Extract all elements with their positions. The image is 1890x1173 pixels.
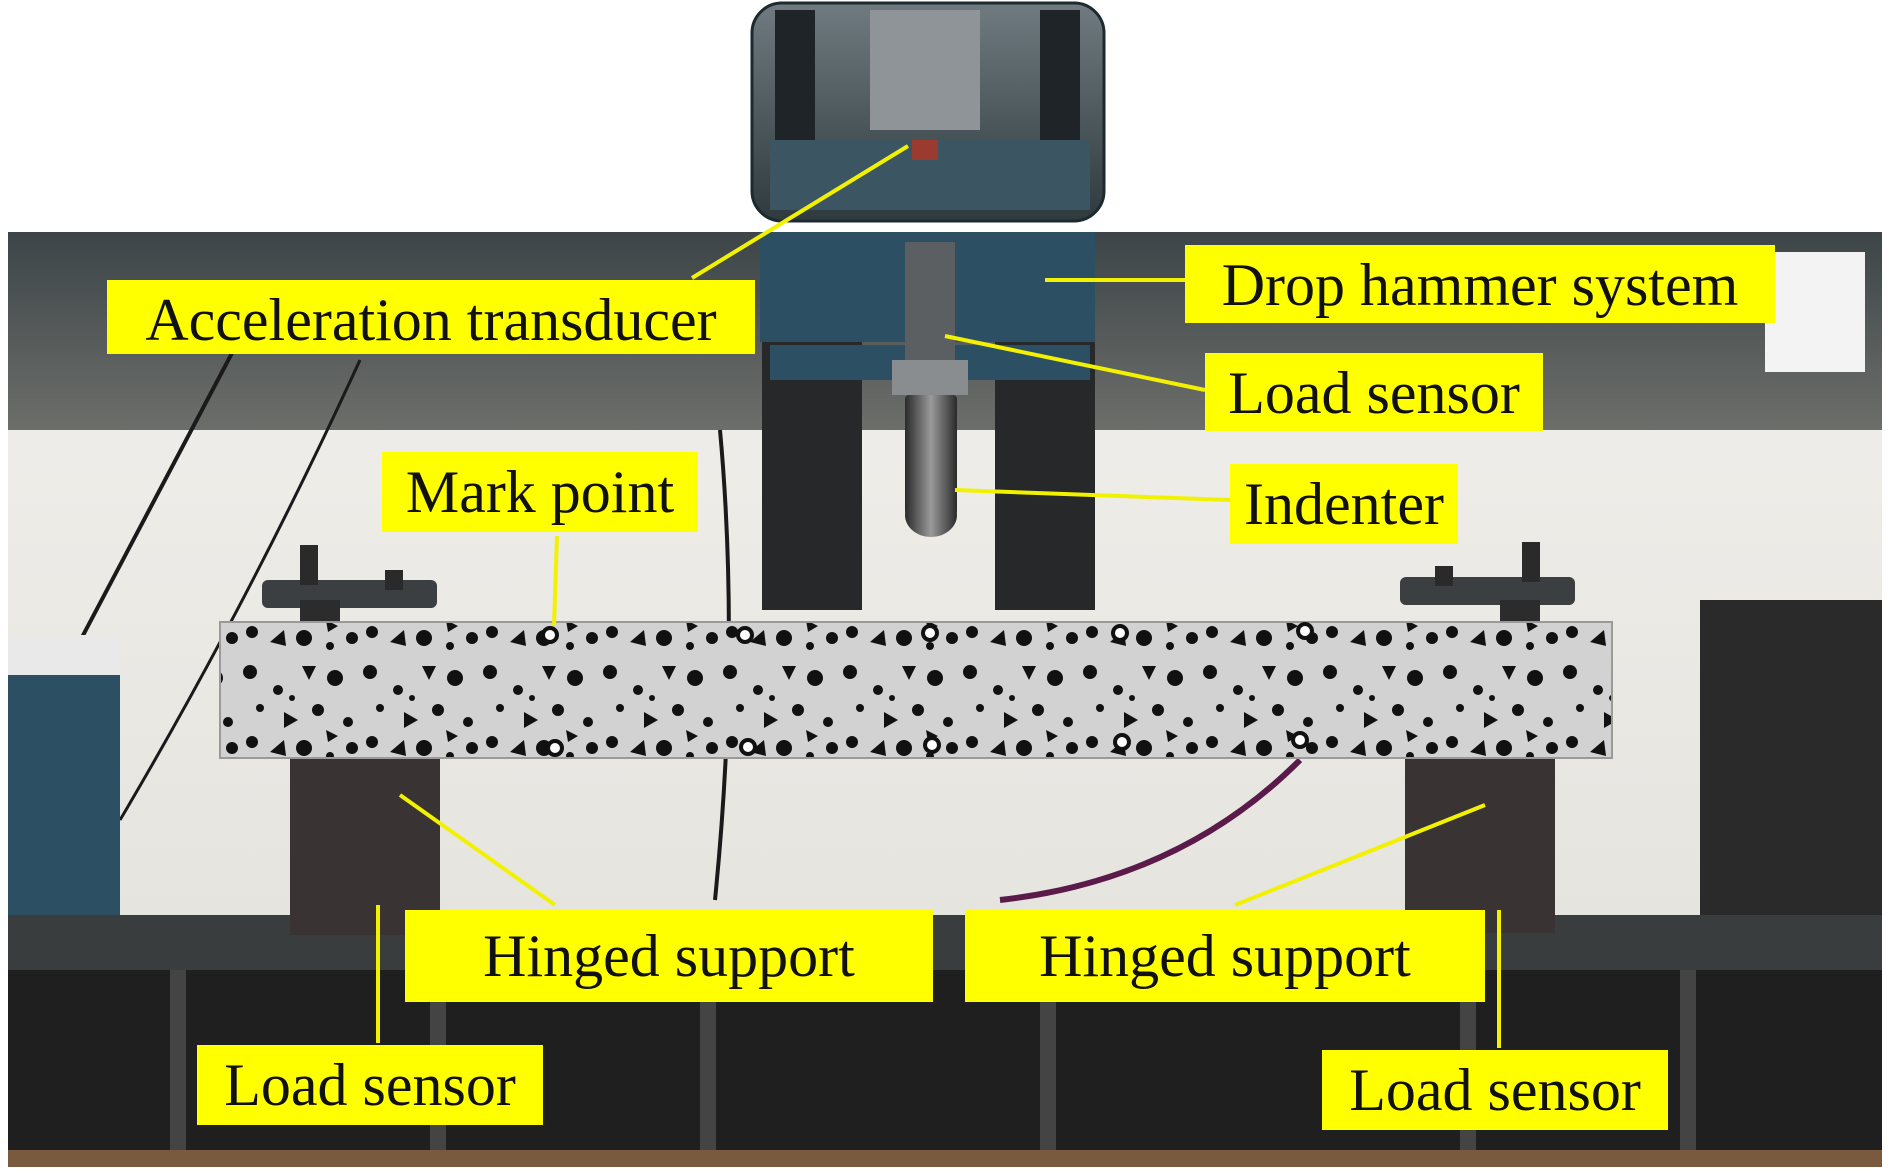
label-load-sensor-left: Load sensor	[197, 1045, 543, 1125]
left-box-top	[8, 635, 120, 675]
inset-rod	[870, 10, 980, 130]
indenter-body	[905, 395, 957, 515]
label-drop-hammer-system: Drop hammer system	[1185, 245, 1775, 323]
left-support-bolt-1	[300, 545, 318, 585]
left-support-bolt-2	[385, 570, 403, 590]
right-support-bolt-1	[1522, 542, 1540, 582]
leader-mark-point	[552, 535, 559, 627]
indenter-tip	[905, 493, 957, 537]
label-mark-point: Mark point	[382, 452, 698, 532]
right-equipment-case	[1700, 600, 1882, 970]
left-equipment-box	[8, 635, 120, 935]
leader-hinged-right	[1234, 803, 1486, 907]
base-rib-3	[700, 970, 716, 1167]
mark-point-4	[1111, 624, 1129, 642]
cable-left-2	[118, 359, 362, 821]
mark-point-8	[923, 736, 941, 754]
mark-point-6	[546, 739, 564, 757]
mark-point-5	[1296, 622, 1314, 640]
leader-acceleration	[690, 144, 910, 280]
beam-specimen	[219, 621, 1613, 759]
mark-point-9	[1113, 733, 1131, 751]
base-top-plate	[8, 915, 1882, 970]
hammer-column-left	[762, 342, 862, 610]
leader-hinged-left	[398, 793, 557, 907]
label-acceleration-transducer: Acceleration transducer	[107, 280, 755, 354]
label-load-sensor-right: Load sensor	[1322, 1050, 1668, 1130]
mark-points	[541, 622, 1314, 757]
mark-point-2	[736, 626, 754, 644]
inset-accelerometer	[912, 140, 938, 160]
label-hinged-support-right: Hinged support	[965, 910, 1485, 1002]
base-rib-4	[1040, 970, 1056, 1167]
base-rib-1	[170, 970, 186, 1167]
mark-point-1	[541, 626, 559, 644]
cable-left-1	[68, 299, 262, 661]
leader-load-sensor-top	[944, 334, 1206, 392]
base-rib-6	[1680, 970, 1696, 1167]
floor-strip	[8, 1150, 1882, 1167]
right-support-bolt-2	[1435, 566, 1453, 586]
label-hinged-support-left: Hinged support	[405, 910, 933, 1002]
label-load-sensor-top: Load sensor	[1205, 353, 1543, 431]
cable-bundle	[999, 757, 1303, 903]
left-hinged-support	[290, 750, 440, 935]
load-sensor-ring	[892, 360, 968, 395]
hammer-column-right	[995, 342, 1095, 610]
label-indenter: Indenter	[1230, 464, 1458, 544]
mark-point-3	[921, 624, 939, 642]
mark-point-7	[739, 738, 757, 756]
leader-indenter	[954, 488, 1231, 502]
wall-patch-right	[1765, 252, 1865, 372]
right-support-top-plate	[1400, 577, 1575, 605]
mark-point-10	[1291, 731, 1309, 749]
right-hinged-support	[1405, 748, 1555, 933]
left-support-top-plate	[262, 580, 437, 608]
